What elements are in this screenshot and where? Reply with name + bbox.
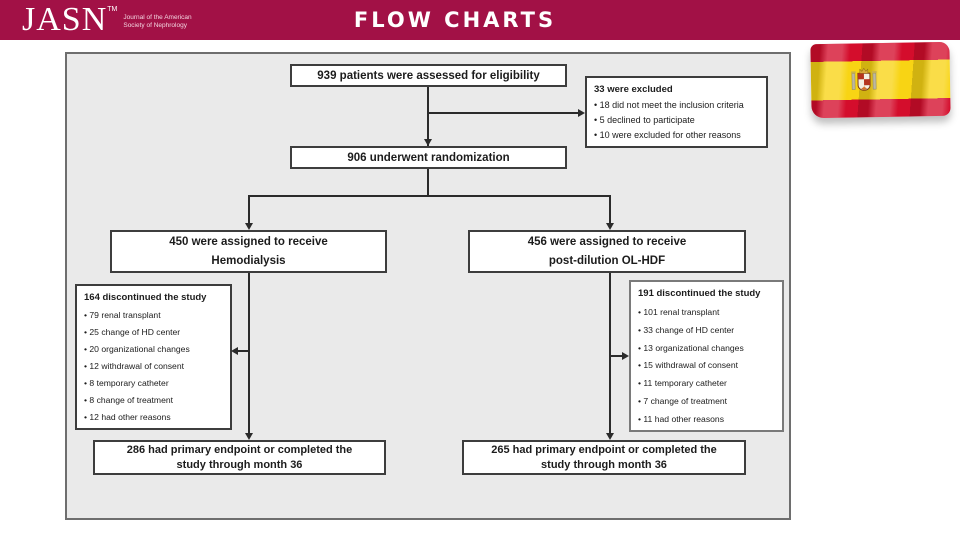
connector-assign-left-to-end: [248, 273, 250, 434]
flag-wave-sheen: [810, 41, 951, 119]
connector-to-assign-left: [248, 195, 250, 225]
connector-assign-right-to-end: [609, 273, 611, 434]
disc-left-reason: 79 renal transplant: [84, 310, 223, 320]
arrowhead-down-icon: [245, 223, 253, 230]
assign-right-line2: post-dilution OL-HDF: [548, 254, 666, 267]
jasn-tagline-line1: Journal of the American: [123, 14, 192, 21]
disc-right-reason: 11 had other reasons: [638, 414, 775, 424]
page-title: FLOW CHARTS: [353, 8, 557, 32]
assign-left-line2: Hemodialysis: [211, 254, 286, 267]
node-assign-olhdf: 456 were assigned to receive post-diluti…: [468, 230, 746, 273]
disc-right-reason: 101 renal transplant: [638, 307, 775, 317]
connector-to-excluded: [428, 112, 580, 114]
node-eligibility: 939 patients were assessed for eligibili…: [290, 64, 567, 87]
disc-left-reason: 20 organizational changes: [84, 344, 223, 354]
connector-branch-disc-left: [237, 350, 250, 352]
disc-left-reason: 12 had other reasons: [84, 412, 223, 422]
connector-to-assign-right: [609, 195, 611, 225]
end-left-line1: 286 had primary endpoint or completed th…: [126, 443, 353, 456]
header-bar: FLOW CHARTS JASN TM Journal of the Ameri…: [0, 0, 960, 40]
arrowhead-down-icon: [606, 433, 614, 440]
arrowhead-left-icon: [231, 347, 238, 355]
assign-left-line1: 450 were assigned to receive: [169, 235, 328, 248]
trademark-mark: TM: [107, 6, 118, 13]
connector-branch-disc-right: [611, 355, 623, 357]
disc-right-reason: 15 withdrawal of consent: [638, 360, 775, 370]
jasn-tagline-line2: Society of Nephrology: [123, 22, 187, 29]
disc-right-reason: 13 organizational changes: [638, 343, 775, 353]
node-assign-hemodialysis: 450 were assigned to receive Hemodialysi…: [110, 230, 387, 273]
spain-coat-of-arms-icon: [851, 67, 877, 91]
arrowhead-down-icon: [424, 139, 432, 146]
disc-left-reason: 25 change of HD center: [84, 327, 223, 337]
node-endpoint-right: 265 had primary endpoint or completed th…: [462, 440, 746, 475]
node-discontinued-right: 191 discontinued the study 101 renal tra…: [629, 280, 784, 432]
node-randomization-text: 906 underwent randomization: [347, 151, 510, 164]
end-left-line2: study through month 36: [176, 458, 303, 471]
connector-eligibility-to-randomization: [427, 87, 429, 146]
disc-right-reason: 7 change of treatment: [638, 396, 775, 406]
disc-left-reason: 12 withdrawal of consent: [84, 361, 223, 371]
disc-right-reason: 33 change of HD center: [638, 325, 775, 335]
jasn-logo-tagline: Journal of the American Society of Nephr…: [123, 14, 191, 30]
disc-left-reason: 8 change of treatment: [84, 395, 223, 405]
disc-left-reason: 8 temporary catheter: [84, 378, 223, 388]
excluded-reason: 5 declined to participate: [594, 115, 759, 125]
connector-randomization-stub: [427, 169, 429, 196]
node-endpoint-left: 286 had primary endpoint or completed th…: [93, 440, 386, 475]
end-right-line2: study through month 36: [541, 458, 667, 471]
node-randomization: 906 underwent randomization: [290, 146, 567, 169]
node-excluded-title: 33 were excluded: [594, 84, 673, 95]
jasn-logo-text: JASN: [22, 1, 108, 38]
assign-right-line1: 456 were assigned to receive: [527, 235, 687, 248]
arrowhead-down-icon: [606, 223, 614, 230]
arrowhead-right-icon: [578, 109, 585, 117]
disc-right-title: 191 discontinued the study: [638, 288, 761, 299]
jasn-logo: JASN TM Journal of the American Society …: [22, 2, 192, 38]
disc-left-title: 164 discontinued the study: [84, 292, 207, 303]
node-eligibility-text: 939 patients were assessed for eligibili…: [317, 69, 540, 82]
arrowhead-right-icon: [622, 352, 629, 360]
excluded-reason: 18 did not meet the inclusion criteria: [594, 100, 759, 110]
connector-split-bar: [249, 195, 611, 197]
node-excluded: 33 were excluded 18 did not meet the inc…: [585, 76, 768, 148]
node-discontinued-left: 164 discontinued the study 79 renal tran…: [75, 284, 232, 430]
excluded-reason: 10 were excluded for other reasons: [594, 130, 759, 140]
arrowhead-down-icon: [245, 433, 253, 440]
end-right-line1: 265 had primary endpoint or completed th…: [491, 443, 717, 456]
disc-right-reason: 11 temporary catheter: [638, 378, 775, 388]
spain-flag-image: [810, 41, 951, 119]
